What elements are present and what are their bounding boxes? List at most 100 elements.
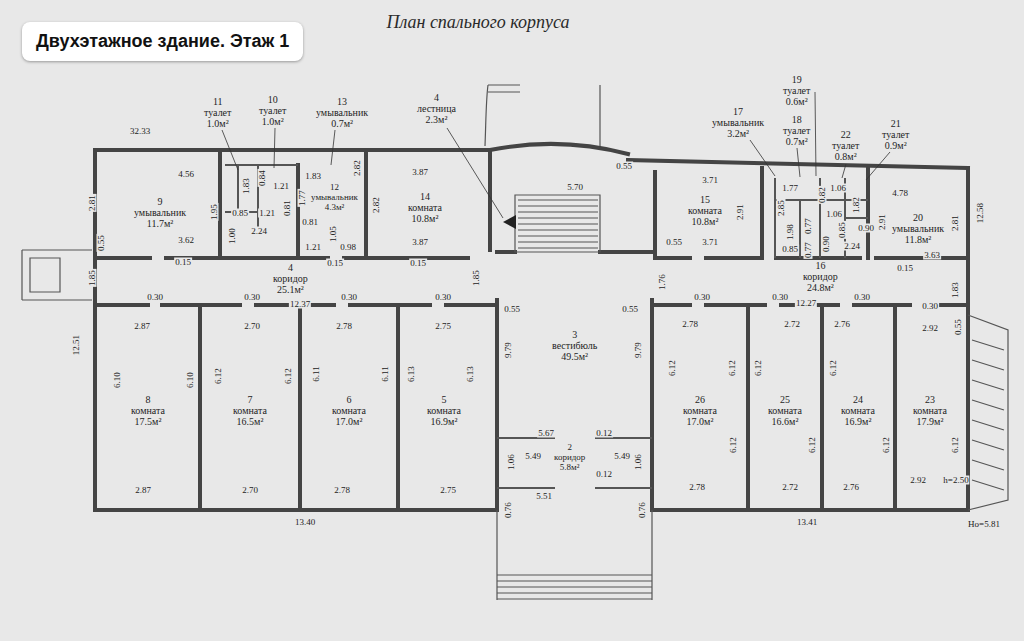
- entrance-steps: [22, 250, 1008, 600]
- dimension-label: 1.83: [242, 177, 251, 195]
- dimension-label: 2.87: [134, 486, 152, 495]
- leader-line: [222, 92, 890, 218]
- room-label: 22туалет0.8м²: [832, 129, 859, 162]
- dimension-label: 0.81: [283, 199, 292, 217]
- dimension-label: 0.12: [595, 470, 613, 479]
- room-label: 5комната16.9м²: [427, 394, 461, 427]
- dimension-label: 3.71: [701, 176, 719, 185]
- dimension-label: 6.11: [381, 365, 390, 382]
- dimension-label: 6.12: [214, 367, 223, 385]
- room-area: 1.0м²: [262, 116, 284, 127]
- staircase: [515, 195, 600, 252]
- dimension-label: 2.24: [843, 242, 861, 251]
- dimension-label: 0.76: [638, 501, 647, 519]
- leader-line: [447, 128, 503, 218]
- room-label: 24комната16.9м²: [841, 394, 875, 427]
- dimension-label: 4.78: [891, 189, 909, 198]
- room-area: 16.5м²: [237, 416, 264, 427]
- dimension-label: 1.85: [88, 269, 97, 287]
- room-area: 17.0м²: [687, 416, 714, 427]
- dimension-label: 0.30: [340, 293, 358, 302]
- dimension-label: 6.13: [407, 365, 416, 383]
- dimension-label: 2.85: [777, 199, 786, 217]
- dimension-label: 3.87: [411, 238, 429, 247]
- room-number: 3: [572, 329, 577, 340]
- leader-line: [815, 92, 816, 176]
- room-name: туалет: [832, 140, 859, 151]
- dimension-label: 0.30: [771, 293, 789, 302]
- dimension-label: 9.79: [634, 341, 643, 359]
- dimension-label: 1.83: [951, 281, 960, 299]
- room-name: туалет: [204, 107, 231, 118]
- room-label: 21туалет0.9м²: [882, 118, 909, 151]
- room-number: 22: [841, 129, 851, 140]
- room-label: 13умывальник0.7м²: [316, 96, 368, 129]
- room-name: туалет: [259, 105, 286, 116]
- dimension-label: 2.78: [681, 320, 699, 329]
- dimension-label: 0.15: [896, 264, 914, 273]
- room-area: 17.5м²: [135, 416, 162, 427]
- room-label: 9умывальник11.7м²: [134, 196, 186, 229]
- wall: [200, 305, 398, 510]
- dimension-label: 2.91: [736, 203, 745, 221]
- arrow-head: [503, 215, 516, 229]
- dimension-label: 0.85: [838, 221, 847, 239]
- dimension-label: 2.70: [243, 322, 261, 331]
- room-label: 25комната16.6м²: [768, 394, 802, 427]
- room-number: 23: [925, 394, 935, 405]
- room-number: 4: [434, 92, 439, 103]
- entrance-steps: [22, 250, 92, 300]
- room-label: 19туалет0.6м²: [783, 74, 810, 107]
- dimension-label: 0.55: [665, 238, 683, 247]
- partition: [225, 165, 868, 488]
- dimension-label: 6.12: [829, 359, 838, 377]
- room-number: 15: [700, 194, 710, 205]
- room-label: 16коридор24.8м²: [803, 260, 838, 293]
- dimension-label: 6.10: [186, 371, 195, 389]
- dimension-label: 6.10: [113, 371, 122, 389]
- room-name: умывальник: [316, 107, 368, 118]
- dimension-label: 9.79: [504, 341, 513, 359]
- room-area: 16.6м²: [772, 416, 799, 427]
- dimension-label: 2.92: [921, 324, 939, 333]
- room-area: 16.9м²: [431, 416, 458, 427]
- room-area: 11.8м²: [905, 234, 931, 245]
- room-number: 20: [913, 212, 923, 223]
- room-name: комната: [332, 405, 366, 416]
- dimension-label: 2.76: [833, 320, 851, 329]
- dimension-label: 3.87: [411, 168, 429, 177]
- room-label: 3вестибюль49.5м²: [552, 329, 597, 362]
- room-name: коридор: [803, 271, 838, 282]
- room-area: 0.7м²: [331, 118, 353, 129]
- room-label: 26комната17.0м²: [683, 394, 717, 427]
- room-area: 0.9м²: [885, 140, 907, 151]
- dimension-label: 0.81: [301, 218, 319, 227]
- dimension-label: 2.70: [241, 486, 259, 495]
- room-number: 8: [145, 394, 150, 405]
- dimension-label: 0.30: [693, 293, 711, 302]
- room-name: комната: [427, 405, 461, 416]
- dimension-label: 2.24: [250, 227, 268, 236]
- room-label: 23комната17.9м²: [913, 394, 947, 427]
- dimension-label: 0.15: [174, 258, 192, 267]
- entrance-steps: [497, 510, 652, 600]
- dimension-label: 1.05: [329, 225, 338, 243]
- wall: [95, 150, 497, 510]
- room-number: 18: [792, 114, 802, 125]
- entrance-steps: [968, 315, 1008, 510]
- room-label: 15комната10.8м²: [688, 194, 722, 227]
- leader-line: [797, 148, 800, 177]
- dimension-label: 1.00: [228, 227, 237, 245]
- room-number: 6: [346, 394, 351, 405]
- room-area: 25.1м²: [277, 284, 304, 295]
- dimension-label: 0.30: [921, 302, 939, 311]
- room-label: 20умывальник11.8м²: [892, 212, 944, 245]
- dimension-label: 1.21: [304, 243, 322, 252]
- room-area: 1.0м²: [207, 118, 229, 129]
- room-label: 4коридор25.1м²: [273, 262, 308, 295]
- dimension-label: 2.92: [909, 476, 927, 485]
- dimension-label: 0.30: [243, 293, 261, 302]
- dimension-label: 1.77: [298, 189, 307, 207]
- dimension-label: 2.76: [842, 483, 860, 492]
